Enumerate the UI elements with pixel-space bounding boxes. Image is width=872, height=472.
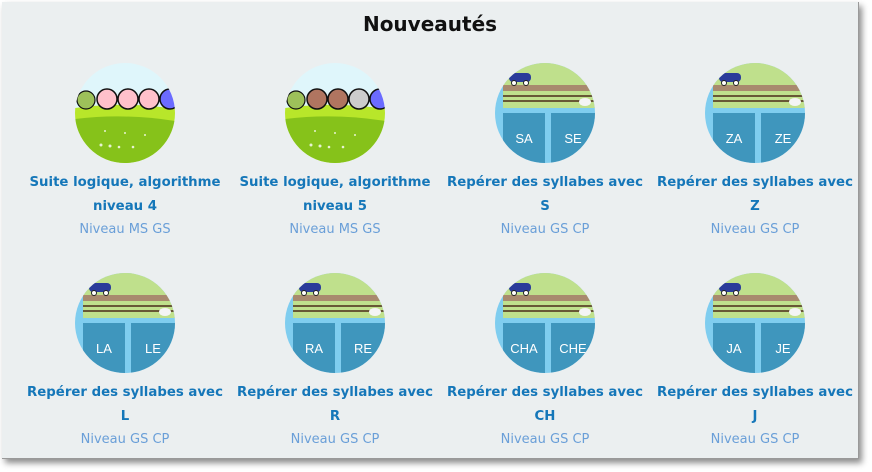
title-line-1: Suite logique, algorithme	[29, 175, 221, 190]
level-label: Niveau MS GS	[79, 222, 171, 237]
activity-thumbnail[interactable]: LA LE	[75, 273, 175, 373]
level-label: Niveau MS GS	[289, 222, 381, 237]
activity-thumbnail[interactable]: ZA ZE	[705, 63, 805, 163]
sheep	[789, 98, 801, 106]
activity-title-link[interactable]: Suite logique, algorithme niveau 4	[20, 171, 230, 219]
title-line-1: Repérer des syllabes avec	[27, 385, 223, 400]
news-panel: Nouveautés Suite logique, algorithme nive…	[2, 2, 859, 459]
level-label: Niveau GS CP	[710, 222, 800, 237]
title-line-2: niveau 4	[92, 199, 158, 214]
activity-thumbnail[interactable]	[75, 63, 175, 163]
svg-text:CHA: CHA	[510, 341, 538, 356]
car	[299, 283, 321, 292]
car	[89, 283, 111, 292]
title-line-1: Repérer des syllabes avec	[657, 385, 853, 400]
svg-text:CHE: CHE	[559, 341, 587, 356]
title-line-1: Suite logique, algorithme	[239, 175, 431, 190]
sheep	[369, 308, 381, 316]
sequence-ball	[138, 88, 160, 110]
section-heading: Nouveautés	[362, 12, 498, 36]
activity-thumbnail[interactable]	[285, 63, 385, 163]
svg-text:SE: SE	[564, 131, 582, 146]
activity-thumbnail[interactable]: CHA CHE	[495, 273, 595, 373]
activity-thumbnail[interactable]: SA SE	[495, 63, 595, 163]
car	[509, 73, 531, 82]
title-line-2: CH	[534, 409, 556, 424]
level-label: Niveau GS CP	[500, 222, 590, 237]
activity-thumbnail[interactable]: RA RE	[285, 273, 385, 373]
svg-text:LA: LA	[96, 341, 112, 356]
car	[719, 283, 741, 292]
activity-card[interactable]: Suite logique, algorithme niveau 5 Niveau …	[230, 63, 440, 241]
title-line-2: niveau 5	[302, 199, 368, 214]
car	[719, 73, 741, 82]
svg-text:ZA: ZA	[726, 131, 743, 146]
sheep	[159, 308, 171, 316]
sequence-ball	[327, 88, 349, 110]
svg-text:ZE: ZE	[775, 131, 792, 146]
activity-thumbnail[interactable]: JA JE	[705, 273, 805, 373]
title-line-2: J	[752, 409, 758, 424]
svg-text:JA: JA	[726, 341, 742, 356]
svg-text:SA: SA	[515, 131, 533, 146]
title-line-1: Repérer des syllabes avec	[237, 385, 433, 400]
sequence-ball	[369, 88, 385, 110]
car	[509, 283, 531, 292]
title-line-1: Repérer des syllabes avec	[447, 385, 643, 400]
sequence-ball	[348, 88, 370, 110]
title-line-1: Repérer des syllabes avec	[657, 175, 853, 190]
sheep	[579, 98, 591, 106]
activity-title-link[interactable]: Suite logique, algorithme niveau 5	[230, 171, 440, 219]
sheep	[579, 308, 591, 316]
title-line-2: R	[329, 409, 341, 424]
sheep	[789, 308, 801, 316]
level-label: Niveau GS CP	[710, 432, 800, 447]
svg-text:RA: RA	[305, 341, 323, 356]
sequence-ball	[159, 88, 175, 110]
sequence-ball	[306, 88, 328, 110]
title-line-1: Repérer des syllabes avec	[447, 175, 643, 190]
caterpillar-head	[76, 90, 96, 110]
sequence-ball	[117, 88, 139, 110]
title-line-2: L	[120, 409, 130, 424]
svg-text:LE: LE	[145, 341, 161, 356]
level-label: Niveau GS CP	[290, 432, 380, 447]
level-label: Niveau GS CP	[500, 432, 590, 447]
sequence-ball	[96, 88, 118, 110]
activity-card[interactable]: Suite logique, algorithme niveau 4 Niveau …	[20, 63, 230, 241]
svg-text:RE: RE	[354, 341, 372, 356]
title-line-2: S	[540, 199, 550, 214]
svg-text:JE: JE	[775, 341, 791, 356]
level-label: Niveau GS CP	[80, 432, 170, 447]
caterpillar-head	[286, 90, 306, 110]
title-line-2: Z	[750, 199, 760, 214]
